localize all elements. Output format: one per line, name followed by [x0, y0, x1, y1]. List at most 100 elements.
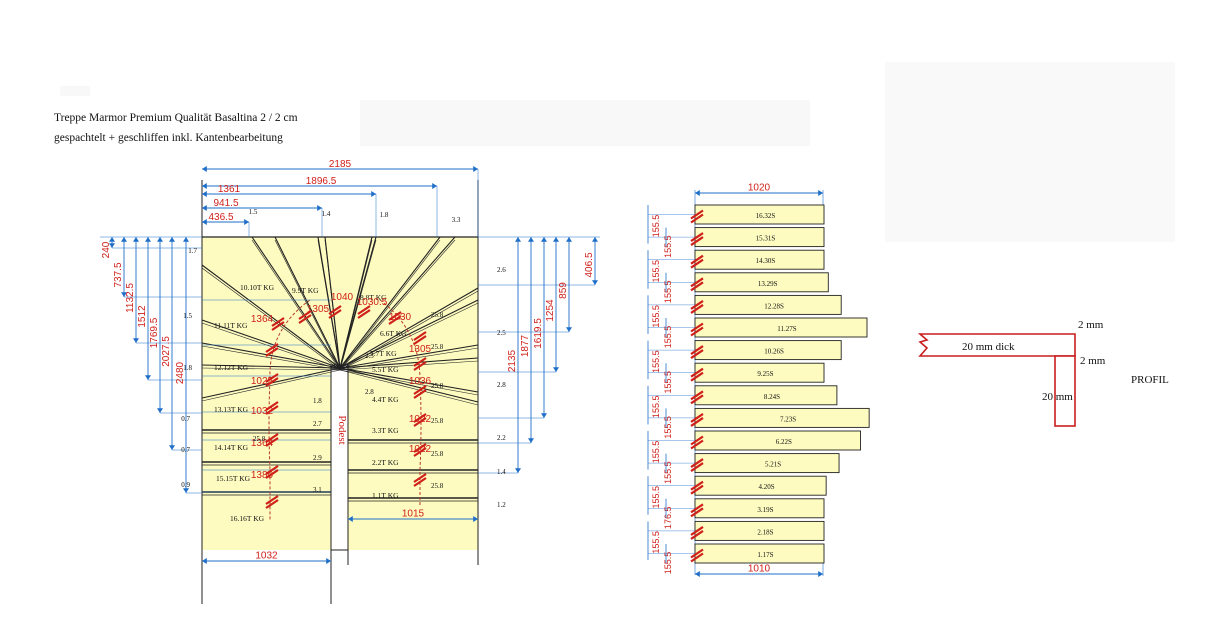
- left-tread-label-2: 12.12T KG: [214, 363, 249, 372]
- right-dim-0-arrow-t: [592, 237, 598, 242]
- run-dim-10: 1036: [409, 376, 432, 387]
- right-offset-0: 2.6: [497, 266, 506, 274]
- run-mark-15-a: [413, 443, 427, 453]
- right-offset-5: 1.2: [497, 501, 506, 509]
- podest-pillar: [330, 364, 349, 551]
- right-dim-3-arrow-b: [541, 413, 547, 418]
- run-mark-5-a: [265, 343, 279, 353]
- pieces-top-width-label: 1020: [748, 183, 771, 194]
- left-dim-6-label: 2480: [175, 361, 186, 384]
- run-mark-8-a: [265, 433, 279, 443]
- left-dim-4-arrow-b: [157, 408, 163, 413]
- piece-mark-13-b: [690, 507, 704, 518]
- top-offset-2: 1.8: [380, 211, 389, 219]
- pieces-top-width-arrow-right: [818, 190, 823, 196]
- profile-mid-label: 2 mm: [1080, 355, 1106, 367]
- run-mark-6-b: [265, 377, 279, 387]
- left-dim-6-arrow-b: [183, 488, 189, 493]
- winder-line-shadow-1: [201, 322, 341, 371]
- piece-label-1: 15.31S: [756, 235, 776, 243]
- piece-label-7: 9.25S: [757, 370, 773, 378]
- bottom-right-dim-label: 1015: [402, 509, 425, 520]
- piece-dim-inner-9: 155.5: [663, 416, 673, 439]
- top-dim-4-arrow-l: [202, 219, 207, 225]
- winder-line-shadow-16: [339, 360, 479, 371]
- piece-dim-inner-13: 176.5: [663, 507, 673, 530]
- left-tread-label-4: 14.14T KG: [214, 443, 249, 452]
- right-dim-1-arrow-t: [566, 237, 572, 242]
- pieces-bottom-width-arrow-left: [695, 571, 700, 577]
- piece-mark-0-b: [690, 213, 704, 224]
- top-dim-0-arrow-r: [473, 166, 478, 172]
- left-dim-1-arrow-b: [121, 292, 127, 297]
- podest-label: Podest: [336, 415, 348, 444]
- left-offset-3: 0.7: [181, 415, 190, 423]
- piece-mark-3-b: [690, 281, 704, 292]
- piece-mark-2-b: [690, 258, 704, 269]
- right-dim-2-arrow-b: [553, 367, 559, 372]
- piece-mark-9-b: [690, 416, 704, 427]
- piece-mark-7-a: [690, 367, 704, 378]
- left-tread-label-5: 15.15T KG: [216, 474, 251, 483]
- run-mark-3-b: [357, 309, 371, 319]
- left-dim-4-label: 1769.5: [149, 317, 160, 348]
- run-mark-10-a: [265, 495, 279, 505]
- piece-label-6: 10.26S: [764, 348, 784, 356]
- run-dim-0: 1364: [251, 314, 274, 325]
- left-dim-5-arrow-b: [169, 445, 175, 450]
- left-dim-1-arrow-t: [121, 237, 127, 242]
- right-dim-4-arrow-t: [528, 237, 534, 242]
- piece-mark-8-b: [690, 394, 704, 405]
- piece-mark-11-b: [690, 462, 704, 473]
- top-dim-4-arrow-r: [244, 219, 249, 225]
- run-dim-4: 1030: [389, 312, 412, 323]
- winder-line-6: [274, 236, 341, 369]
- piece-label-15: 1.17S: [757, 551, 773, 559]
- right-offset-1: 2.5: [497, 329, 506, 337]
- winder-line-7: [317, 236, 341, 369]
- winder-line-11: [339, 236, 441, 369]
- run-mark-8-b: [265, 437, 279, 447]
- run-mark-9-a: [265, 465, 279, 475]
- piece-mark-4-b: [690, 303, 704, 314]
- plan-small-val-12: 2.8: [365, 388, 374, 396]
- run-mark-12-b: [413, 361, 427, 371]
- run-dim-6: 1032: [251, 406, 274, 417]
- piece-label-10: 6.22S: [776, 438, 792, 446]
- right-tread-label-2: 7.7T KG: [370, 349, 397, 358]
- winder-line-shadow-6: [274, 239, 341, 371]
- piece-mark-5-b: [690, 326, 704, 337]
- winder-line-16: [339, 357, 479, 369]
- run-mark-4-b: [388, 315, 402, 325]
- profile-riser: [1054, 355, 1076, 427]
- winder-line-1: [201, 319, 341, 369]
- right-tread-label-6: 3.3T KG: [372, 426, 399, 435]
- header-line-2: gespachtelt + geschliffen inkl. Kantenbe…: [54, 132, 283, 144]
- winder-line-13: [339, 287, 479, 369]
- plan-small-val-7: 2.9: [313, 454, 322, 462]
- right-dim-5-arrow-t: [515, 237, 521, 242]
- plan-right-fill: [345, 237, 478, 550]
- profile-tread: [917, 333, 1076, 357]
- run-mark-6-a: [265, 373, 279, 383]
- piece-mark-5-a: [690, 322, 704, 333]
- piece-dim-inner-5: 155.5: [663, 326, 673, 349]
- run-dim-1: 1305: [307, 304, 330, 315]
- piece-label-5: 11.27S: [777, 325, 796, 333]
- top-dim-3-label: 941.5: [213, 198, 238, 209]
- profile-title: PROFIL: [1131, 374, 1169, 386]
- profile-top-label: 2 mm: [1078, 319, 1104, 331]
- top-dim-3-arrow-l: [202, 205, 207, 211]
- right-dim-5-label: 2135: [507, 349, 518, 372]
- left-dim-3-arrow-t: [145, 237, 151, 242]
- right-dim-0-label: 406.5: [584, 252, 595, 277]
- piece-label-9: 7.23S: [780, 415, 796, 423]
- run-dim-2: 1040: [331, 292, 354, 303]
- right-tread-label-3: 6.6T KG: [380, 329, 407, 338]
- piece-mark-4-a: [690, 299, 704, 310]
- piece-mark-2-a: [690, 254, 704, 265]
- piece-dim-outer-0: 155.5: [651, 215, 661, 238]
- piece-label-4: 12.28S: [764, 302, 784, 310]
- bottom-left-dim-label: 1032: [255, 551, 278, 562]
